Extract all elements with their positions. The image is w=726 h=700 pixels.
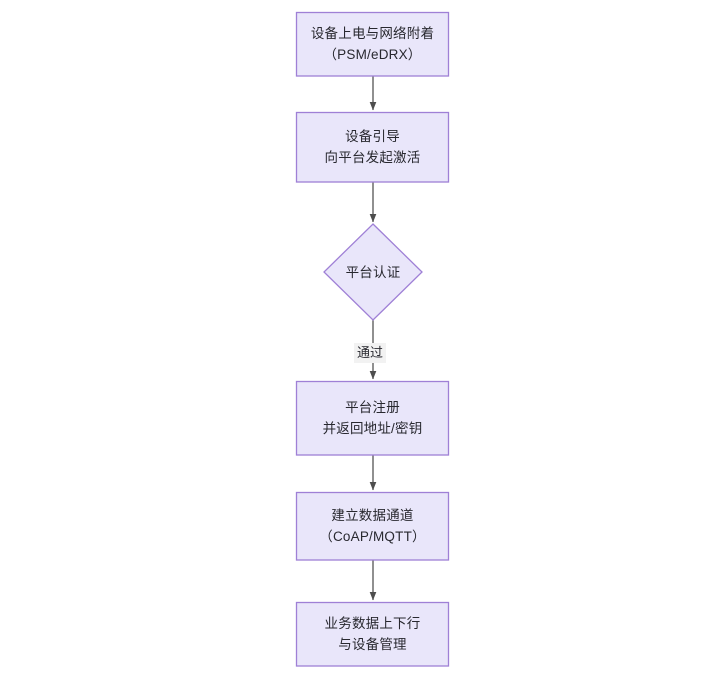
node-n1[interactable] [295,11,450,77]
node-n3[interactable] [323,223,423,321]
node-n2[interactable] [295,111,450,183]
node-n5[interactable] [295,491,450,561]
edge-label-pass: 通过 [354,343,387,363]
node-n4[interactable] [295,380,450,456]
node-n6[interactable] [295,601,450,667]
